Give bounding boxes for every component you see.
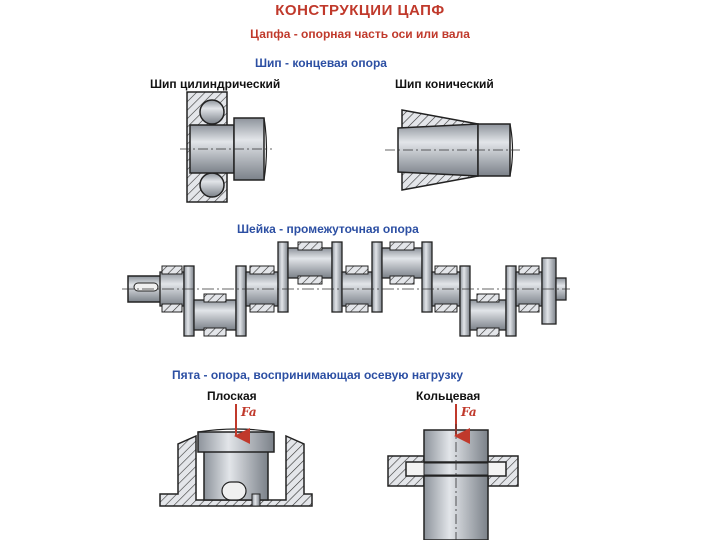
label-ship-conical: Шип конический — [395, 77, 494, 91]
label-ring-thrust: Кольцевая — [416, 389, 481, 403]
section-sheika-heading: Шейка - промежуточная опора — [237, 222, 419, 236]
keyway — [133, 282, 159, 292]
crank-pin-1 — [193, 299, 237, 331]
bearing-ball-bottom — [199, 172, 225, 198]
section-ship-heading: Шип - концевая опора — [255, 56, 387, 70]
label-flat-thrust: Плоская — [207, 389, 257, 403]
flat-thrust-bearing-drawing: Fa — [159, 404, 313, 507]
bearing-body — [159, 434, 313, 507]
label-ship-cylindrical: Шип цилиндрический — [150, 77, 281, 91]
crank-pin-3 — [381, 247, 423, 279]
crank-pin-4 — [469, 299, 507, 331]
slide-subtitle: Цапфа - опорная часть оси или вала — [250, 27, 470, 41]
section-pyata-heading: Пята - опора, воспринимающая осевую нагр… — [172, 368, 464, 382]
stop-pin — [251, 493, 261, 507]
force-label: Fa — [460, 405, 477, 419]
conical-journal-drawing — [385, 109, 520, 191]
crank-pin-2 — [287, 247, 333, 279]
crankshaft-drawing — [122, 241, 570, 337]
main-journal-1 — [159, 265, 185, 313]
force-label: Fa — [240, 405, 257, 419]
cylindrical-journal-drawing — [180, 91, 272, 203]
slide-title: КОНСТРУКЦИИ ЦАПФ — [275, 2, 445, 19]
bearing-ball-top — [199, 99, 225, 125]
flywheel-flange — [541, 257, 557, 325]
oil-groove — [221, 481, 247, 501]
ring-thrust-bearing-drawing: Fa — [387, 404, 519, 540]
